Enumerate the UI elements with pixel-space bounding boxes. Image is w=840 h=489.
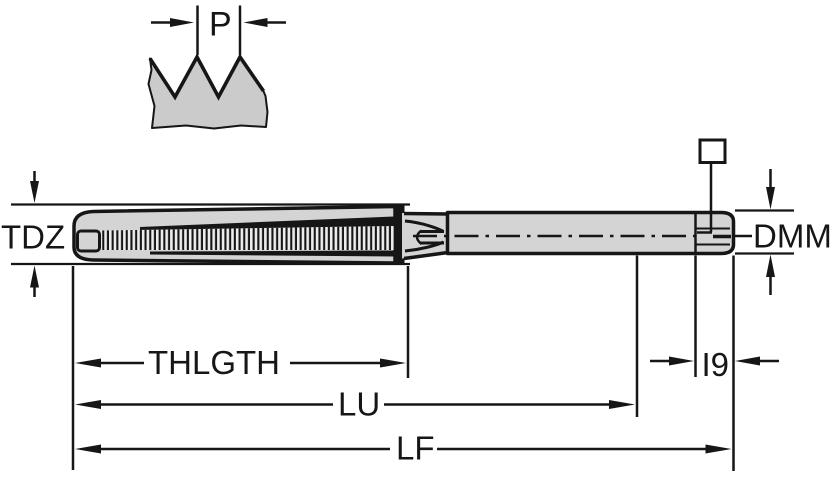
lf-arrowhead-right [705, 444, 732, 454]
i9-arrowhead-left [669, 356, 694, 366]
pitch-label: P [209, 6, 232, 44]
lu-arrowhead-right [609, 400, 635, 409]
dimension-lf: LF [75, 430, 732, 467]
thread-front-web [76, 229, 101, 253]
tdz-arrowhead-up [30, 265, 39, 288]
thread-flute-shadow-bottom [150, 250, 394, 257]
dmm-label: DMM [753, 218, 832, 255]
square-drive-icon [698, 138, 727, 164]
lf-arrowhead-left [75, 444, 101, 454]
lf-label: LF [396, 430, 435, 467]
lu-label: LU [338, 386, 380, 423]
dmm-arrowhead-down [766, 187, 775, 210]
lu-arrowhead-left [75, 400, 101, 409]
neck-top-edge [403, 211, 449, 216]
neck-bottom-edge [403, 250, 449, 261]
thread-profile-detail: P [147, 5, 286, 130]
shank-body [445, 210, 736, 256]
thlgth-arrowhead-right [380, 358, 406, 368]
thread-profile-shape [147, 56, 269, 130]
dimension-i9: I9 [650, 346, 779, 383]
dmm-arrowhead-up [766, 254, 775, 277]
thlgth-label: THLGTH [148, 344, 280, 381]
thread-flank-zigzag [148, 53, 265, 101]
dimension-thlgth: THLGTH [75, 344, 406, 381]
dimension-tdz: TDZ [1, 171, 410, 297]
pitch-arrowhead-left [170, 18, 194, 27]
pitch-arrowhead-right [243, 18, 268, 27]
i9-arrowhead-right [735, 356, 760, 366]
thread-end-face [394, 205, 405, 265]
dimension-dmm: DMM [735, 169, 832, 295]
tdz-arrowhead-down [30, 181, 39, 203]
i9-label: I9 [702, 346, 730, 383]
dimension-lu: LU [75, 386, 635, 423]
thlgth-arrowhead-left [75, 358, 101, 368]
thread-hatch-band [101, 226, 394, 250]
length-dimensions: THLGTH LU LF I9 [71, 255, 779, 471]
tdz-label: TDZ [1, 219, 65, 256]
tap-side-view [72, 138, 736, 265]
